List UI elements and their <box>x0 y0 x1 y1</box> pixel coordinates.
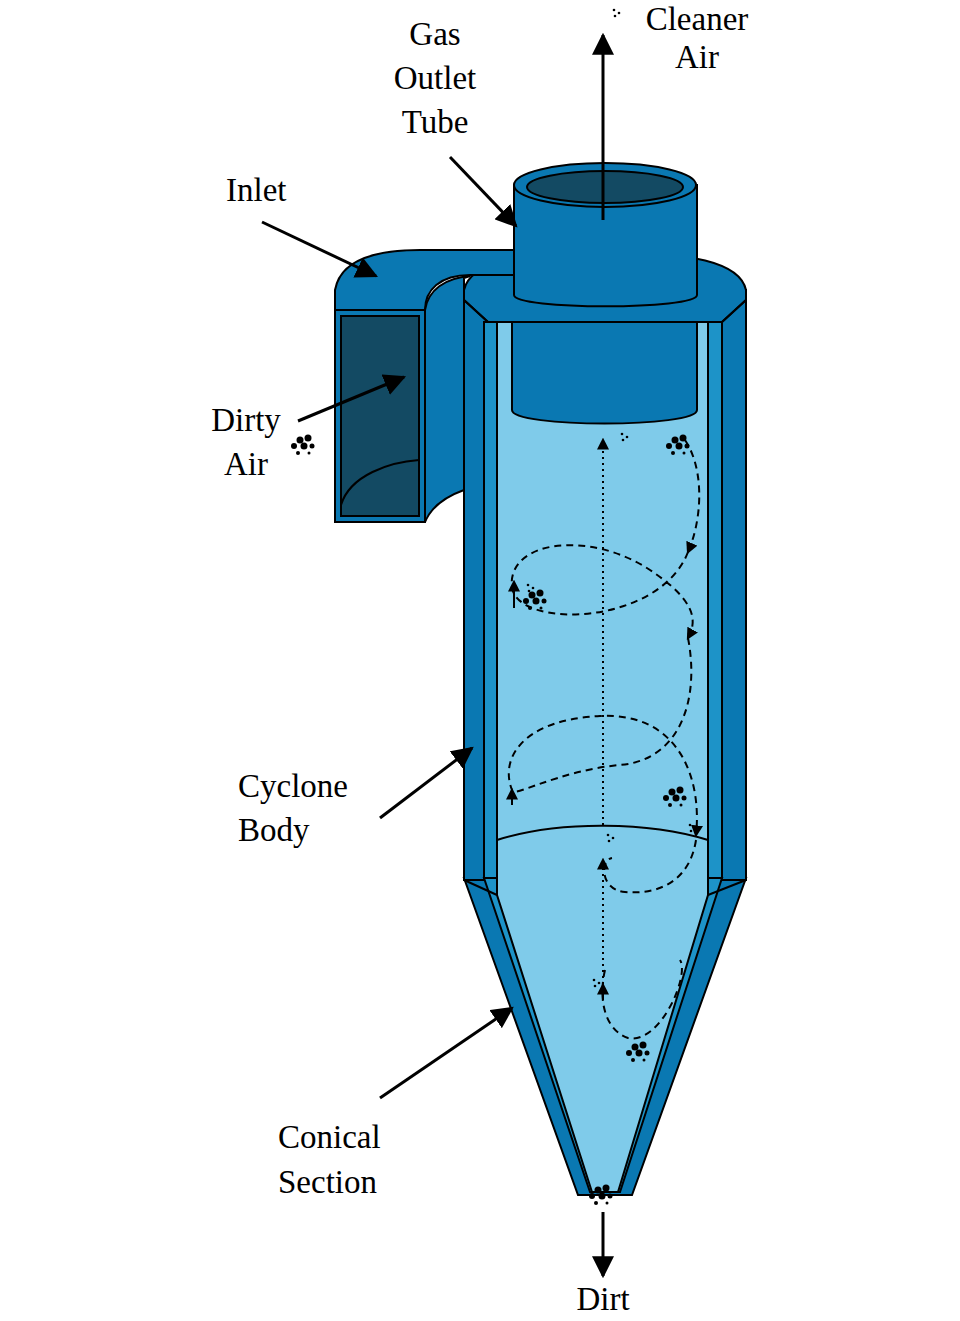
dirt-particles <box>291 9 696 1205</box>
part-label: Dirty Air <box>192 398 300 486</box>
flow-paths <box>262 35 699 1276</box>
part-label: Gas Outlet Tube <box>372 12 498 144</box>
inlet-duct <box>335 250 520 522</box>
part-label: Cyclone Body <box>238 764 388 852</box>
part-label: Conical Section <box>278 1115 420 1205</box>
part-label: Inlet <box>226 168 326 212</box>
gas-outlet-tube <box>514 163 697 306</box>
part-label: Dirt <box>548 1281 658 1317</box>
cyclone-body <box>464 252 746 1195</box>
part-label: Cleaner Air <box>628 0 766 76</box>
